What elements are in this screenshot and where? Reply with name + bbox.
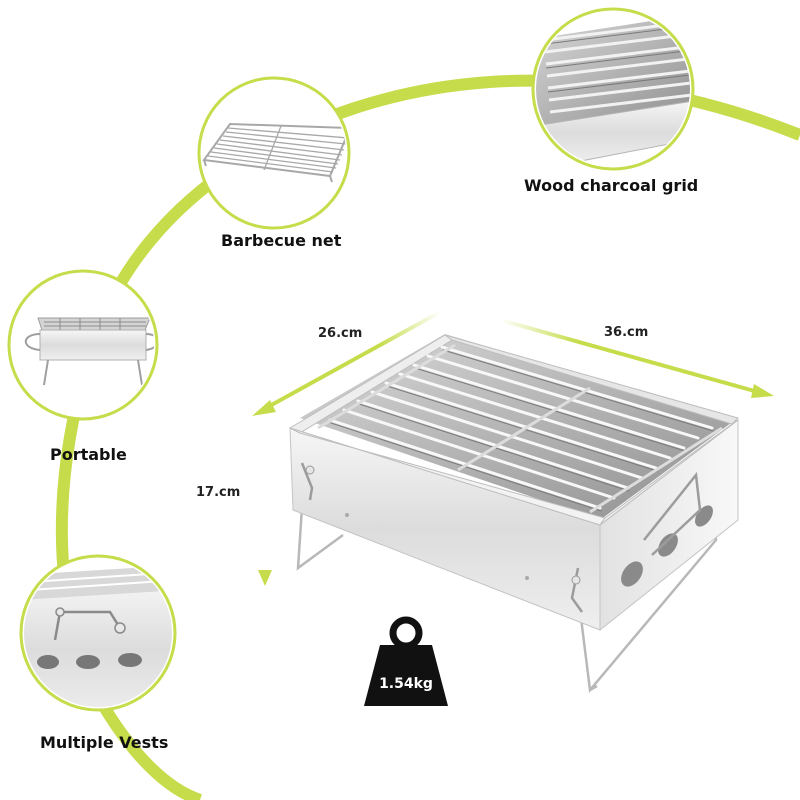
- vents-closeup-image: [24, 565, 172, 707]
- weight-icon: 1.54kg: [364, 616, 448, 706]
- barbecue-net-image: [202, 122, 346, 183]
- feature-label-barbecue-net: Barbecue net: [221, 231, 342, 250]
- height-arrow: [258, 432, 272, 586]
- feature-circle-barbecue-net: [197, 76, 351, 230]
- grill-main-image: [288, 334, 739, 693]
- portable-grill-image: [24, 317, 154, 386]
- dimension-height-label: 17.cm: [196, 485, 241, 500]
- side-vents: [621, 505, 713, 587]
- length-arrow: [499, 318, 774, 398]
- feature-label-portable: Portable: [50, 445, 127, 464]
- feature-circle-multiple-vests: [19, 554, 177, 712]
- grill-rods: [328, 345, 714, 510]
- feature-label-wood-charcoal-grid: Wood charcoal grid: [524, 176, 699, 195]
- feature-label-multiple-vests: Multiple Vests: [40, 733, 169, 752]
- weight-value: 1.54kg: [379, 676, 433, 692]
- width-arrow: [252, 310, 441, 416]
- dimension-width-label: 26.cm: [318, 326, 363, 341]
- feature-circle-wood-charcoal-grid: [531, 7, 695, 171]
- feature-circle-portable: [7, 269, 159, 421]
- dimension-length-label: 36.cm: [604, 325, 649, 340]
